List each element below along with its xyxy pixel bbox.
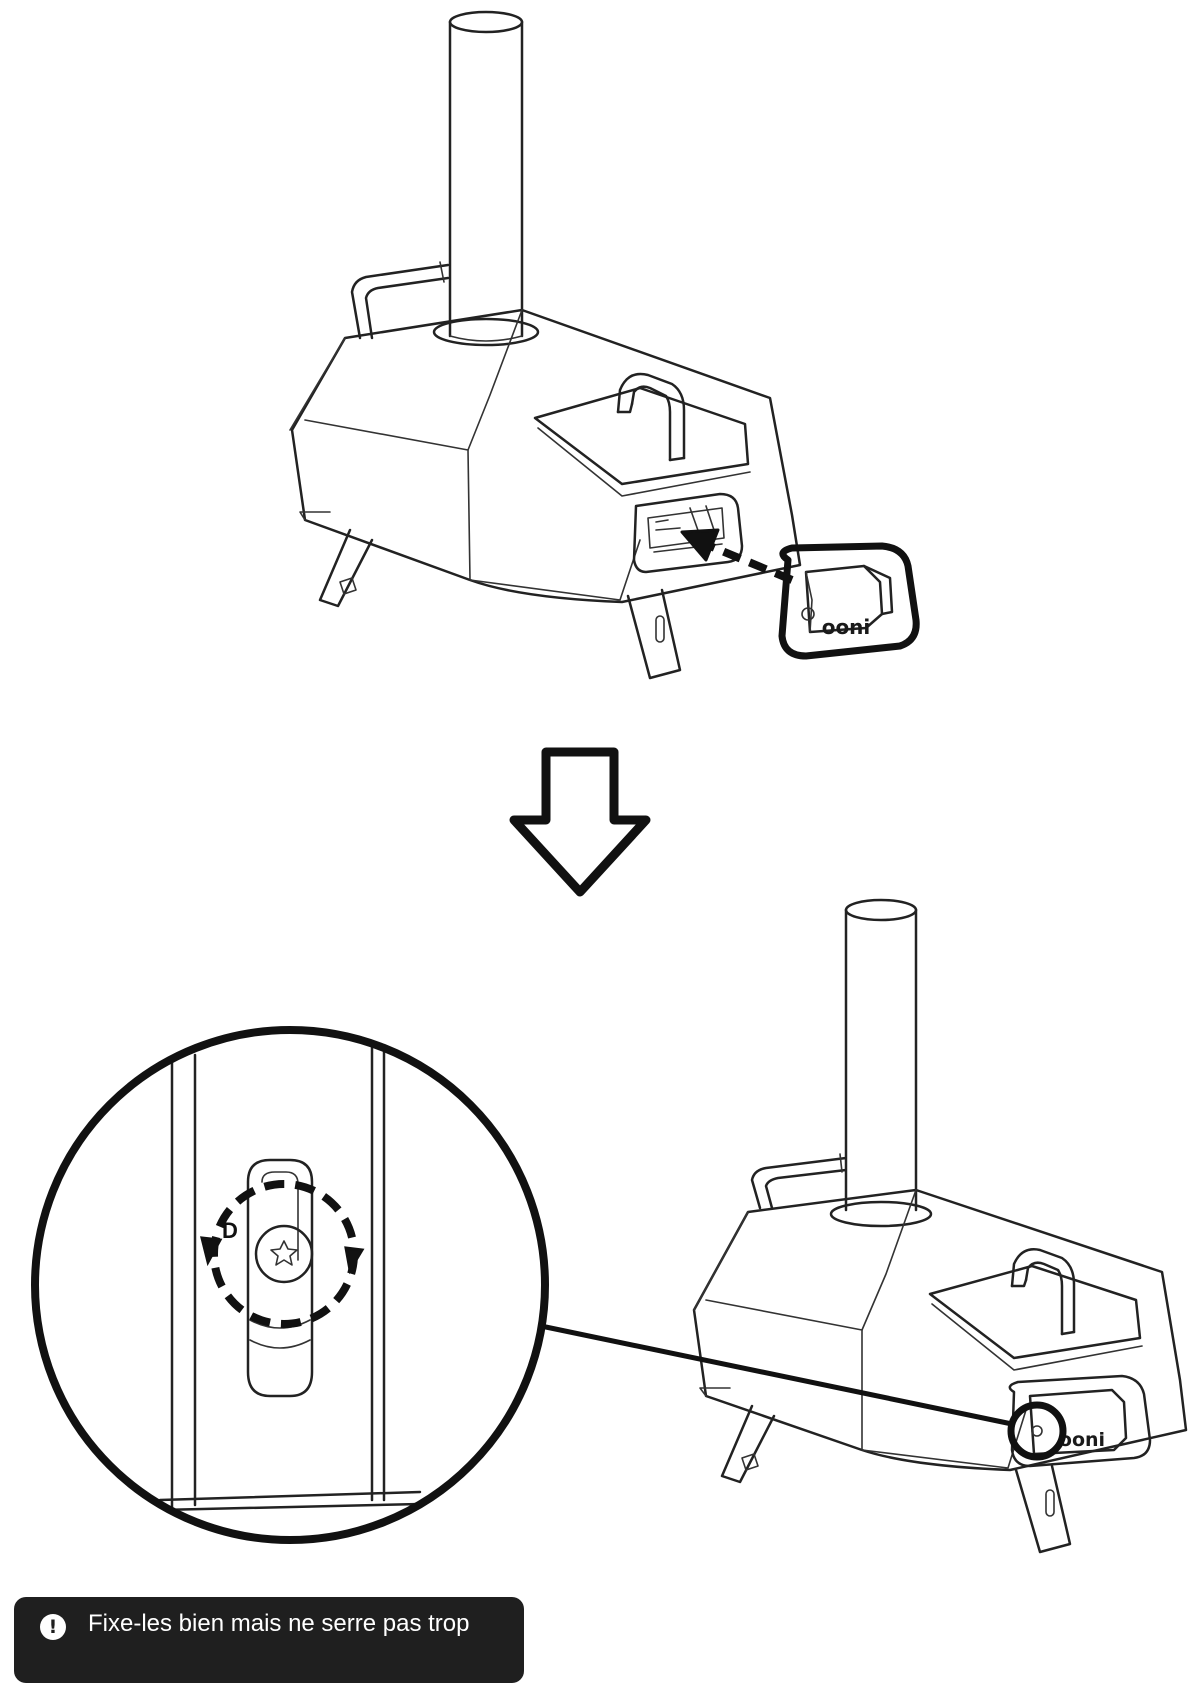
- oven-top-body: [289, 308, 802, 604]
- oven-bottom-lid-handle: [1010, 1248, 1076, 1336]
- oven-top-chimney: [432, 10, 540, 347]
- warning-note: ! Fixe-les bien mais ne serre pas trop: [14, 1597, 524, 1683]
- oven-top: ooni: [289, 10, 920, 680]
- insert-arrow: [680, 528, 794, 584]
- direction-label: D: [222, 1218, 238, 1243]
- oven-bottom: ooni: [692, 898, 1188, 1554]
- exclamation-circle-icon: !: [40, 1614, 66, 1640]
- oven-bottom-body: [692, 1188, 1188, 1472]
- oven-bottom-legs: [720, 1404, 1072, 1554]
- oven-bottom-back-handle: [750, 1153, 848, 1210]
- oven-top-legs: [318, 528, 682, 680]
- detail-magnifier: D: [31, 1026, 549, 1544]
- oven-bottom-burner-installed: ooni: [1008, 1374, 1152, 1468]
- screw-highlight-circle: [1007, 1401, 1067, 1461]
- zoom-leader-line: [538, 1323, 1015, 1427]
- oven-top-lid-handle: [616, 372, 686, 462]
- ooni-logo-bottom: ooni: [1059, 1429, 1105, 1451]
- oven-top-back-handle: [350, 261, 450, 340]
- down-arrow-icon: [509, 747, 651, 897]
- warning-note-text: Fixe-les bien mais ne serre pas trop: [88, 1610, 470, 1637]
- ooni-logo-top: ooni: [822, 615, 871, 639]
- oven-bottom-chimney: [829, 898, 933, 1228]
- gas-burner-module: ooni: [778, 542, 920, 660]
